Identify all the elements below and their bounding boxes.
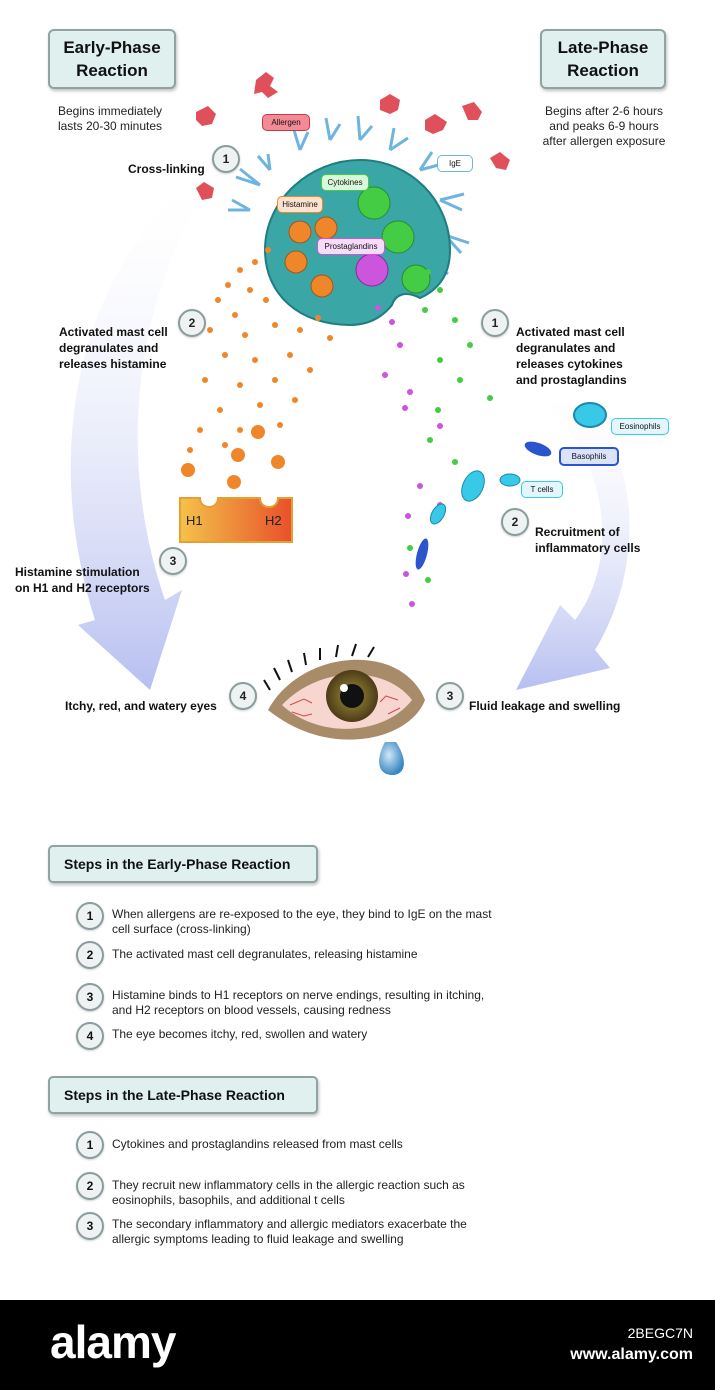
early-phase-title-line1: Early-Phase bbox=[63, 38, 161, 57]
red-eye-illustration bbox=[263, 643, 425, 775]
degranulates-line2: degranulates and bbox=[59, 341, 159, 355]
basophils-tag: Basophils bbox=[559, 447, 619, 466]
early-steps-item-1-line2: cell surface (cross-linking) bbox=[112, 922, 251, 936]
early-steps-item-3-line2: and H2 receptors on blood vessels, causi… bbox=[112, 1003, 391, 1017]
t-cells-tag: T cells bbox=[521, 481, 563, 498]
releases-line2: degranulates and bbox=[516, 341, 616, 355]
allergen-tag: Allergen bbox=[262, 114, 310, 131]
watermark-footer bbox=[0, 1300, 715, 1390]
late-steps-item-2-line1: They recruit new inflammatory cells in t… bbox=[112, 1178, 465, 1192]
prostaglandin-granules bbox=[355, 253, 389, 287]
early-steps-item-1: When allergens are re-exposed to the eye… bbox=[112, 907, 517, 937]
early-steps-heading: Steps in the Early-Phase Reaction bbox=[48, 845, 318, 883]
h2-label: H2 bbox=[265, 513, 282, 528]
early-steps-item-2-number: 2 bbox=[76, 941, 104, 969]
late-steps-item-3-line2: allergic symptoms leading to fluid leaka… bbox=[112, 1232, 404, 1246]
early-steps-item-4-number: 4 bbox=[76, 1022, 104, 1050]
alamy-logo: alamy bbox=[50, 1316, 176, 1368]
histamine-stim-line2: on H1 and H2 receptors bbox=[15, 581, 150, 595]
early-steps-item-3: Histamine binds to H1 receptors on nerve… bbox=[112, 988, 517, 1018]
cytokines-tag: Cytokines bbox=[321, 174, 369, 191]
late-timing-line3: after allergen exposure bbox=[542, 134, 666, 148]
site-url: www.alamy.com bbox=[570, 1346, 693, 1363]
early-steps-item-1-line1: When allergens are re-exposed to the eye… bbox=[112, 907, 492, 921]
released-histamine bbox=[181, 247, 333, 489]
receptor-block bbox=[179, 497, 293, 543]
late-steps-heading: Steps in the Late-Phase Reaction bbox=[48, 1076, 318, 1114]
early-timing-line2: lasts 20-30 minutes bbox=[57, 119, 163, 133]
early-phase-title-line2: Reaction bbox=[76, 61, 148, 80]
inflammatory-cells bbox=[415, 402, 607, 570]
late-steps-item-2: They recruit new inflammatory cells in t… bbox=[112, 1178, 517, 1208]
early-step-1-marker: 1 bbox=[212, 145, 240, 173]
late-step-2-marker: 2 bbox=[501, 508, 529, 536]
recruitment-label: Recruitment of inflammatory cells bbox=[535, 524, 640, 556]
early-timing-line1: Begins immediately bbox=[57, 104, 163, 118]
late-step-3-marker: 3 bbox=[436, 682, 464, 710]
early-steps-item-4: The eye becomes itchy, red, swollen and … bbox=[112, 1027, 368, 1041]
early-step-2-marker: 2 bbox=[178, 309, 206, 337]
early-steps-item-3-line1: Histamine binds to H1 receptors on nerve… bbox=[112, 988, 485, 1002]
late-steps-item-2-line2: eosinophils, basophils, and additional t… bbox=[112, 1193, 345, 1207]
late-timing-line2: and peaks 6-9 hours bbox=[549, 119, 659, 133]
early-phase-title-box: Early-Phase Reaction bbox=[48, 29, 176, 89]
late-phase-title-box: Late-Phase Reaction bbox=[540, 29, 666, 89]
late-timing-line1: Begins after 2-6 hours bbox=[544, 104, 664, 118]
late-steps-item-3-number: 3 bbox=[76, 1212, 104, 1240]
late-steps-item-3-line1: The secondary inflammatory and allergic … bbox=[112, 1217, 467, 1231]
releases-line3: releases cytokines bbox=[516, 357, 623, 371]
degranulates-line3: releases histamine bbox=[59, 357, 167, 371]
early-phase-timing: Begins immediately lasts 20-30 minutes bbox=[40, 104, 180, 134]
histamine-granules bbox=[284, 216, 338, 298]
early-step-4-marker: 4 bbox=[229, 682, 257, 710]
fluid-leakage-label: Fluid leakage and swelling bbox=[469, 699, 621, 713]
ige-tag: IgE bbox=[437, 155, 473, 172]
histamine-stim-line1: Histamine stimulation bbox=[15, 565, 140, 579]
early-steps-item-1-number: 1 bbox=[76, 902, 104, 930]
late-steps-item-1-number: 1 bbox=[76, 1131, 104, 1159]
early-steps-item-2: The activated mast cell degranulates, re… bbox=[112, 947, 418, 961]
late-steps-item-2-number: 2 bbox=[76, 1172, 104, 1200]
cross-linking-label: Cross-linking bbox=[128, 162, 205, 176]
h1-label: H1 bbox=[186, 513, 203, 528]
late-steps-item-3: The secondary inflammatory and allergic … bbox=[112, 1217, 517, 1247]
allergic-reaction-diagram bbox=[70, 72, 630, 775]
allergen-particles bbox=[196, 72, 510, 200]
early-phase-arrow bbox=[70, 180, 200, 690]
early-step-3-marker: 3 bbox=[159, 547, 187, 575]
recruit-line1: Recruitment of bbox=[535, 525, 620, 539]
releases-line1: Activated mast cell bbox=[516, 325, 625, 339]
eosinophils-tag: Eosinophils bbox=[611, 418, 669, 435]
itchy-eyes-label: Itchy, red, and watery eyes bbox=[65, 699, 217, 713]
late-phase-title-line1: Late-Phase bbox=[557, 38, 649, 57]
late-step-1-marker: 1 bbox=[481, 309, 509, 337]
recruit-line2: inflammatory cells bbox=[535, 541, 641, 555]
early-steps-item-3-number: 3 bbox=[76, 983, 104, 1011]
late-steps-item-1: Cytokines and prostaglandins released fr… bbox=[112, 1137, 403, 1151]
histamine-stimulation-label: Histamine stimulation on H1 and H2 recep… bbox=[15, 564, 150, 596]
image-id: 2BEGC7N bbox=[627, 1325, 693, 1341]
degranulates-label: Activated mast cell degranulates and rel… bbox=[59, 324, 168, 372]
released-mediators bbox=[375, 269, 493, 607]
degranulates-line1: Activated mast cell bbox=[59, 325, 168, 339]
histamine-tag: Histamine bbox=[277, 196, 323, 213]
late-phase-title-line2: Reaction bbox=[567, 61, 639, 80]
late-phase-timing: Begins after 2-6 hours and peaks 6-9 hou… bbox=[530, 104, 678, 149]
releases-line4: and prostaglandins bbox=[516, 373, 627, 387]
prostaglandins-tag: Prostaglandins bbox=[317, 238, 385, 255]
releases-cytokines-label: Activated mast cell degranulates and rel… bbox=[516, 324, 627, 388]
cytokine-granules bbox=[357, 186, 431, 294]
